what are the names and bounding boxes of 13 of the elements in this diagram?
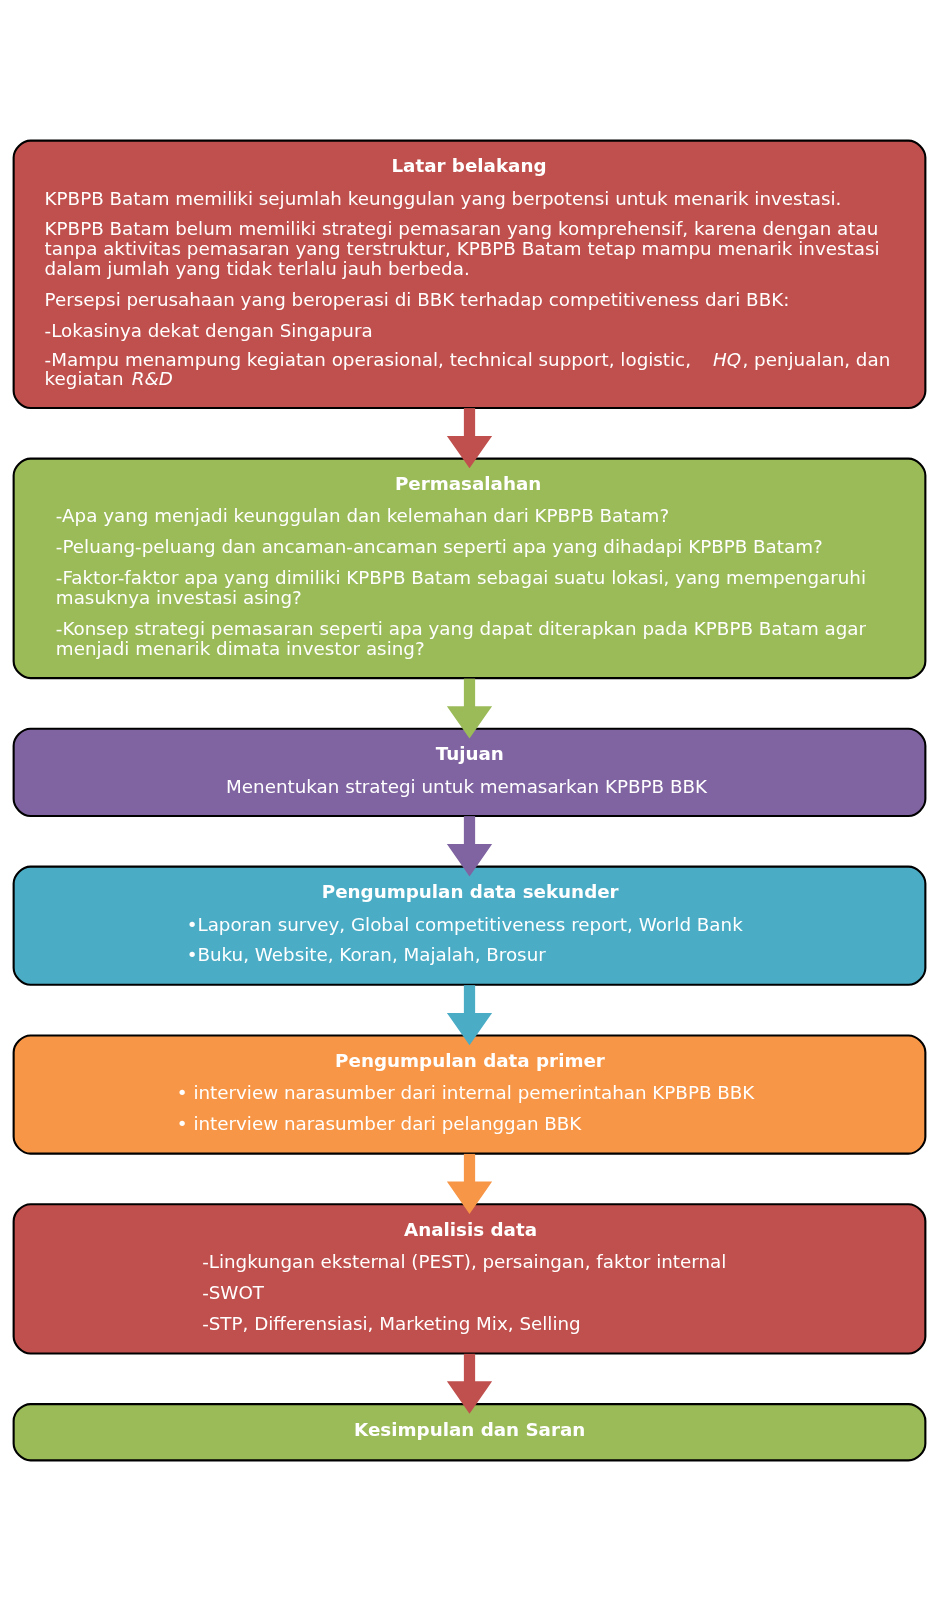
arrow	[446, 1153, 493, 1214]
node-box: Pengumpulan data sekunder •Laporan survey, Global competitiveness report, World Bank •Buku, Website, Koran, Majalah, Brosur	[12, 865, 927, 986]
node-box: Latar belakang KPBPB Batam memiliki sejumlah keunggulan yang berpotensi untuk menarik investasi. KPBPB Batam belum memiliki strategi pemasaran yang komprehensif, karena dengan atau tanpa aktivitas pemasaran yang terstruktur, KPBPB Batam tetap mampu menarik investasi dalam jumlah yang tidak terlalu jauh berbeda. Persepsi perusahaan yang beroperasi di BBK terhadap competitiveness dari BBK: -Lokasinya dekat dengan Singapura -Mampu menampung kegiatan operasional, technical support, logistic, HQ, penjualan, dan kegiatan R&D	[12, 139, 927, 409]
node-box: Permasalahan -Apa yang menjadi keunggulan dan kelemahan dari KPBPB Batam? -Peluang-peluang dan ancaman-ancaman seperti apa yang dihadapi KPBPB Batam? -Faktor-faktor apa yang dimiliki KPBPB Batam sebagai suatu lokasi, yang mempengaruhi masuknya investasi asing? -Konsep strategi pemasaran seperti apa yang dapat diterapkan pada KPBPB Batam agar menjadi menarik dimata investor asing?	[12, 457, 927, 679]
arrow	[446, 815, 493, 876]
arrow	[446, 984, 493, 1045]
node-box: Pengumpulan data primer • interview narasumber dari internal pemerintahan KPBPB BBK • interview narasumber dari pelanggan BBK	[12, 1033, 927, 1155]
arrow	[446, 678, 493, 738]
arrow	[446, 407, 493, 468]
node-box: Analisis data -Lingkungan eksternal (PEST), persaingan, faktor internal -SWOT -STP, Differensiasi, Marketing Mix, Selling	[12, 1202, 927, 1354]
node-box: Tujuan Menentukan strategi untuk memasarkan KPBPB BBK	[12, 727, 927, 817]
arrow	[446, 1353, 493, 1414]
node-box: Kesimpulan dan Saran	[12, 1402, 927, 1461]
